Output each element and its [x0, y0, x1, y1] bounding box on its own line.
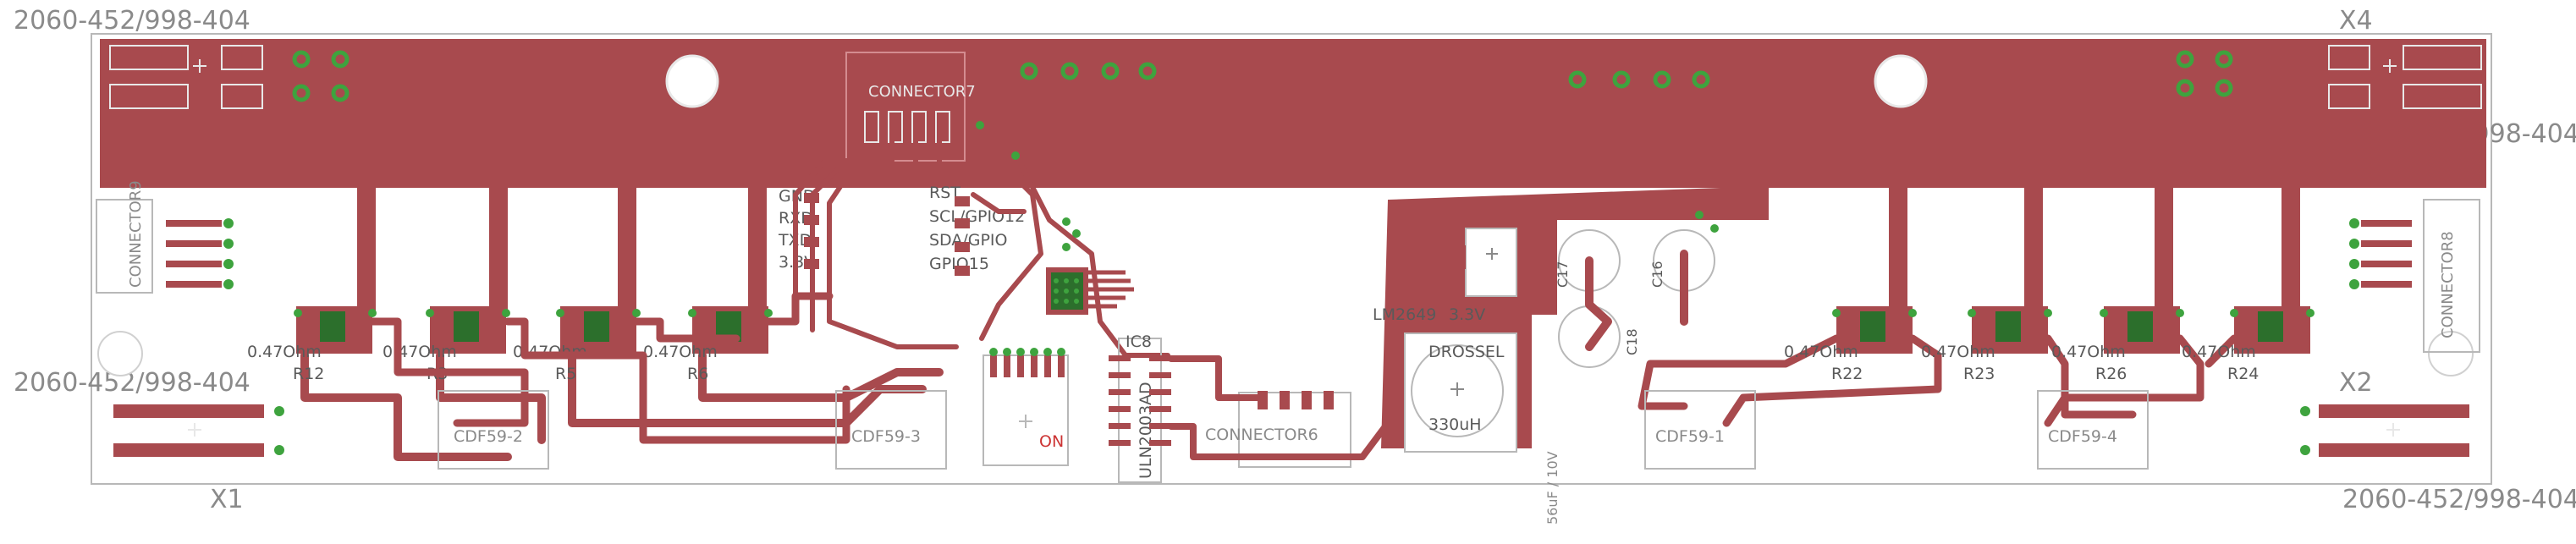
capacitors: C17 C16 C18 56uF / 10V: [1544, 229, 1715, 525]
connector6-label: CONNECTOR6: [1205, 426, 1318, 444]
connector-x3: [109, 45, 263, 109]
r12-label: R12: [293, 365, 324, 383]
stage-r22: [1836, 306, 1913, 354]
right-driver-stages: 0.47Ohm 0.47Ohm 0.47Ohm 0.47Ohm R22 R23 …: [1638, 306, 2310, 427]
label-x2: X2: [2339, 368, 2373, 398]
stage-vias: [294, 121, 2315, 356]
r24-label: R24: [2227, 365, 2259, 383]
mounting-hole-bottom-left: [97, 331, 143, 376]
connector7: CONNECTOR7: [845, 52, 976, 162]
board-outline: [91, 33, 2492, 485]
switch-on-label: ON: [1039, 432, 1064, 451]
lm-voltage-label: 3.3V: [1449, 305, 1485, 324]
cdf59-3-label: CDF59-3: [851, 427, 921, 446]
top-vias: [292, 50, 2233, 102]
regulator-lm2649: LM2649 3.3V: [1373, 228, 1517, 324]
uln-label: ULN2003AD: [1137, 382, 1155, 479]
cdf59-4: CDF59-4: [2037, 390, 2149, 470]
label-x1: X1: [210, 485, 244, 514]
copper-pour-top: [100, 39, 2486, 188]
cdf59-1: CDF59-1: [1644, 390, 1756, 470]
r22-value: 0.47Ohm: [1784, 343, 1858, 361]
label-top-left: 2060-452/998-404: [14, 6, 250, 36]
r12-value: 0.47Ohm: [247, 343, 322, 361]
connector-x2: [2300, 404, 2469, 457]
connector7-label: CONNECTOR7: [868, 83, 976, 101]
connector-x1: [113, 404, 284, 457]
r6-label: R6: [687, 365, 708, 383]
r22-label: R22: [1831, 365, 1863, 383]
cdf59-2-label: CDF59-2: [454, 427, 523, 446]
connector6: CONNECTOR6: [1168, 355, 1391, 468]
connector9: CONNECTOR9: [96, 180, 234, 294]
r23-value: 0.47Ohm: [1921, 343, 1995, 361]
c18-label: C18: [1624, 328, 1640, 355]
r23-label: R23: [1963, 365, 1995, 383]
r26-value: 0.47Ohm: [2051, 343, 2126, 361]
connector-x4: [2328, 45, 2482, 109]
c16-label: C16: [1649, 261, 1665, 288]
connector8-label: CONNECTOR8: [2439, 231, 2457, 338]
r3-value: 0.47Ohm: [383, 343, 457, 361]
cap-note-label: 56uF / 10V: [1544, 451, 1560, 525]
stage-r6: [692, 306, 944, 402]
c17-label: C17: [1555, 261, 1571, 288]
ic8-uln2003ad: IC8 ULN2003AD: [1109, 332, 1171, 483]
pin-sda: SDA/GPIO: [929, 231, 1008, 250]
r6-value: 0.47Ohm: [643, 343, 718, 361]
r26-label: R26: [2095, 365, 2127, 383]
label-bottom-right: 2060-452/998-404: [2342, 485, 2576, 514]
r24-value: 0.47Ohm: [2182, 343, 2256, 361]
drossel-label: DROSSEL: [1428, 343, 1505, 361]
mounting-hole-right: [1874, 54, 1928, 108]
lm-label: LM2649: [1373, 305, 1436, 324]
connector9-label: CONNECTOR9: [127, 180, 145, 288]
ic8-label: IC8: [1126, 332, 1152, 351]
pin-gpio15: GPIO15: [929, 255, 989, 273]
mounting-hole-left: [665, 54, 719, 108]
pin-rst: RST: [929, 184, 960, 202]
inductor-label: 330uH: [1428, 415, 1482, 434]
stage-r24: [2234, 306, 2310, 354]
stage-r26: [2104, 306, 2180, 354]
drossel-inductor: DROSSEL 330uH: [1404, 332, 1517, 453]
left-loop-traces: [368, 292, 850, 444]
label-x4: X4: [2339, 6, 2373, 36]
mounting-hole-bottom-right: [2428, 331, 2474, 376]
cdf59-4-label: CDF59-4: [2048, 427, 2117, 446]
cdf59-2: CDF59-2: [438, 390, 549, 470]
cdf59-1-label: CDF59-1: [1655, 427, 1725, 446]
r5-label: R5: [555, 365, 576, 383]
cdf59-3: CDF59-3: [835, 390, 947, 470]
stage-r3: [430, 306, 546, 444]
copper-fingers: [357, 186, 2300, 313]
stage-r12: [296, 306, 512, 461]
mcu-chip: [1046, 267, 1134, 315]
connector8: CONNECTOR8: [2349, 199, 2480, 353]
stage-r23: [1972, 306, 2048, 354]
dip-switch: ON: [983, 354, 1069, 466]
